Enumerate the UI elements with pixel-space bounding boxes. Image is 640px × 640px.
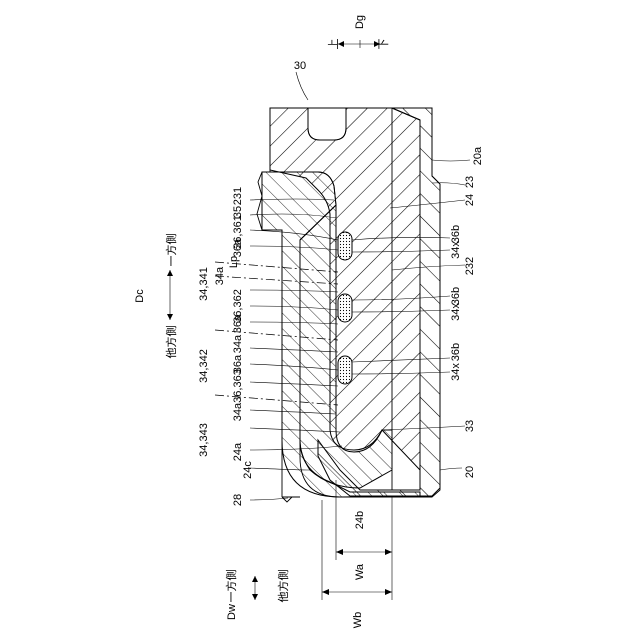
label-n34-341: 34,341: [198, 267, 210, 301]
label-dg-down: 下: [378, 39, 390, 50]
label-n232: 232: [464, 257, 476, 275]
label-wb: Wb: [352, 612, 364, 629]
label-n24c: 24c: [242, 461, 254, 479]
label-n36b-2: 36b: [450, 287, 462, 305]
label-n36a-1: 36a: [232, 238, 244, 257]
label-dc-other: 他方側: [164, 326, 178, 359]
label-dc: Dc: [134, 289, 146, 303]
label-n231: 231: [232, 187, 244, 205]
label-n34x-1: 34x: [450, 241, 462, 259]
label-dg-up: 上: [327, 39, 340, 50]
label-n20: 20: [464, 466, 476, 478]
label-n24b: 24b: [354, 511, 366, 529]
label-n24: 24: [464, 194, 476, 206]
label-n34-342: 34,342: [198, 349, 210, 383]
label-wa: Wa: [354, 563, 366, 580]
label-dw-other: 他方側: [276, 570, 290, 603]
bead-362: [338, 294, 352, 322]
label-n36a-2: 36a: [232, 314, 244, 333]
member-30-notch: [308, 108, 346, 140]
dw-direction-arrow: [252, 576, 258, 600]
dg-direction-arrow: [338, 40, 380, 48]
label-n20a: 20a: [472, 146, 484, 165]
label-n24a: 24a: [232, 442, 244, 461]
dimension-wa-wb: [322, 480, 392, 600]
label-dw: Dw: [226, 604, 238, 620]
label-n34a-1: 34a: [214, 266, 226, 285]
label-n36-363: 36,363: [232, 369, 244, 403]
break-line-left: [257, 172, 262, 230]
label-dc-one: 一方側: [164, 234, 178, 267]
label-n36b-1: 36b: [450, 225, 462, 243]
label-n23: 23: [464, 176, 476, 188]
label-n34x-3: 34x: [450, 363, 462, 381]
break-line-bottom: [282, 497, 292, 502]
dc-direction-arrow: [167, 270, 173, 320]
label-n36b-3: 36b: [450, 343, 462, 361]
label-dg: Dg: [354, 15, 366, 29]
label-dw-one: 一方側: [224, 570, 238, 603]
label-n30: 30: [294, 60, 306, 72]
label-n28: 28: [232, 494, 244, 506]
label-n34a-3: 34a: [232, 402, 244, 421]
label-lp: Lp: [228, 256, 240, 268]
label-n33: 33: [464, 420, 476, 432]
label-n34x-2: 34x: [450, 303, 462, 321]
label-n36a-3: 36a: [232, 354, 244, 373]
label-n34-343: 34,343: [198, 423, 210, 457]
label-n34a-2: 34a: [232, 334, 244, 353]
bead-363: [338, 356, 352, 384]
bead-361: [338, 232, 352, 260]
